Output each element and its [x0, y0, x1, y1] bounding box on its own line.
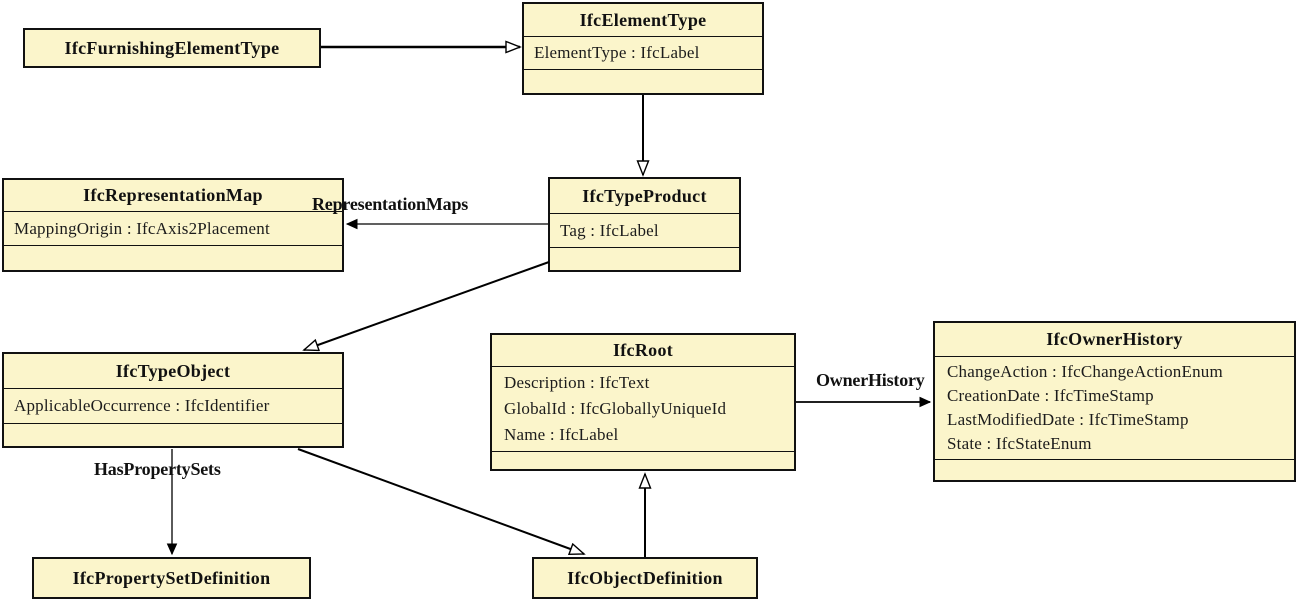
class-title: IfcFurnishingElementType — [64, 37, 280, 58]
association-label-haspropertysets: HasPropertySets — [94, 459, 221, 479]
class-title: IfcRepresentationMap — [83, 185, 263, 205]
class-attributes: ElementType : IfcLabel — [524, 36, 762, 70]
empty-compartment — [4, 424, 342, 446]
class-box-ifcfurnishingelementtype: IfcFurnishingElementType — [23, 28, 321, 68]
class-attributes: MappingOrigin : IfcAxis2Placement — [4, 211, 342, 246]
class-attributes: ChangeAction : IfcChangeActionEnum Creat… — [935, 356, 1294, 460]
class-title: IfcTypeProduct — [582, 186, 707, 206]
class-attribute: State : IfcStateEnum — [947, 434, 1092, 453]
class-box-ifctypeobject: IfcTypeObject ApplicableOccurrence : Ifc… — [2, 352, 344, 448]
empty-compartment — [4, 246, 342, 270]
class-title: IfcElementType — [579, 10, 707, 30]
class-attribute: MappingOrigin : IfcAxis2Placement — [14, 219, 270, 238]
class-title: IfcRoot — [612, 340, 674, 360]
class-attribute: GlobalId : IfcGloballyUniqueId — [504, 399, 727, 418]
class-attributes: Tag : IfcLabel — [550, 213, 739, 248]
class-attribute: ElementType : IfcLabel — [534, 43, 700, 62]
empty-compartment — [550, 248, 739, 270]
class-attributes: Description : IfcText GlobalId : IfcGlob… — [492, 366, 794, 452]
class-box-ifctypeproduct: IfcTypeProduct Tag : IfcLabel — [548, 177, 741, 272]
class-attribute: Description : IfcText — [504, 373, 650, 392]
class-attributes: ApplicableOccurrence : IfcIdentifier — [4, 388, 342, 424]
class-attribute: ApplicableOccurrence : IfcIdentifier — [14, 396, 270, 415]
class-box-ifcelementtype: IfcElementType ElementType : IfcLabel — [522, 2, 764, 95]
class-title: IfcOwnerHistory — [1046, 329, 1183, 349]
class-title: IfcPropertySetDefinition — [72, 567, 271, 588]
class-box-ifcroot: IfcRoot Description : IfcText GlobalId :… — [490, 333, 796, 471]
class-attribute: CreationDate : IfcTimeStamp — [947, 386, 1154, 405]
class-box-ifcownerhistory: IfcOwnerHistory ChangeAction : IfcChange… — [933, 321, 1296, 482]
class-box-ifcpropertysetdefinition: IfcPropertySetDefinition — [32, 557, 311, 599]
class-title: IfcObjectDefinition — [567, 567, 723, 588]
class-title: IfcTypeObject — [115, 361, 231, 381]
empty-compartment — [492, 452, 794, 469]
association-label-ownerhistory: OwnerHistory — [816, 370, 925, 390]
class-attribute: LastModifiedDate : IfcTimeStamp — [947, 410, 1189, 429]
empty-compartment — [935, 460, 1294, 480]
class-attribute: Name : IfcLabel — [504, 425, 619, 444]
empty-compartment — [524, 70, 762, 93]
class-attribute: ChangeAction : IfcChangeActionEnum — [947, 362, 1223, 381]
class-attribute: Tag : IfcLabel — [560, 221, 659, 240]
class-box-ifcrepresentationmap: IfcRepresentationMap MappingOrigin : Ifc… — [2, 178, 344, 272]
association-label-representationmaps: RepresentationMaps — [312, 194, 469, 214]
class-box-ifcobjectdefinition: IfcObjectDefinition — [532, 557, 758, 599]
